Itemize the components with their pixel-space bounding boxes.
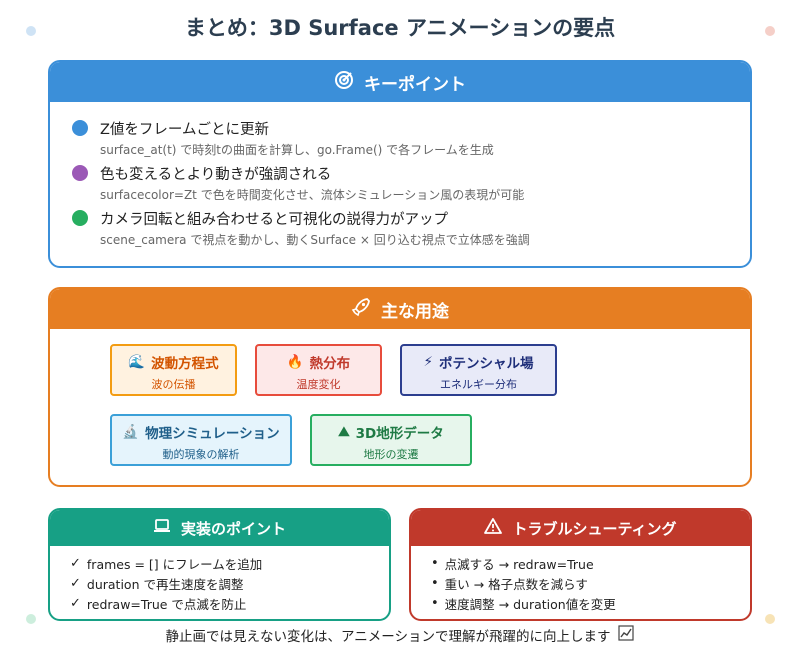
warning-icon bbox=[484, 517, 503, 539]
use-sub: エネルギー分布 bbox=[440, 378, 517, 391]
use-sub: 動的現象の解析 bbox=[162, 448, 240, 461]
troubleshooting-header: トラブルシューティング bbox=[411, 510, 750, 546]
bullet-dot-icon bbox=[72, 210, 88, 226]
key-point-sub: surface_at(t) で時刻tの曲面を計算し、go.Frame() で各フ… bbox=[100, 143, 494, 157]
page-title: まとめ：3D Surface アニメーションの要点 bbox=[184, 16, 616, 40]
list-item: ✓ frames = [] にフレームを追加 bbox=[70, 553, 389, 573]
footer-text: 静止画では見えない変化は、アニメーションで理解が飛躍的に向上します bbox=[165, 629, 611, 645]
list-item: • 点滅する → redraw=True bbox=[431, 553, 750, 573]
key-points-title: キーポイント bbox=[364, 74, 466, 95]
implementation-card: 実装のポイント ✓ frames = [] にフレームを追加 ✓ duration … bbox=[48, 508, 391, 621]
microscope-icon: 🔬 bbox=[122, 424, 140, 440]
use-wave-equation: 🌊 波動方程式 波の伝播 bbox=[110, 344, 237, 396]
bullet-icon: • bbox=[431, 595, 439, 611]
key-point-title: カメラ回転と組み合わせると可視化の説得力がアップ bbox=[100, 212, 448, 228]
use-title: 物理シミュレーション bbox=[145, 426, 280, 442]
checkmark-icon: ✓ bbox=[70, 575, 81, 591]
key-point-sub: scene_camera で視点を動かし、動くSurface × 回り込む視点で… bbox=[100, 233, 530, 247]
target-icon bbox=[334, 70, 354, 95]
use-3d-terrain: ⛰ 3D地形データ 地形の変遷 bbox=[310, 414, 472, 466]
lightning-icon: ⚡ bbox=[423, 354, 433, 370]
use-heat-distribution: 🔥 熱分布 温度変化 bbox=[255, 344, 382, 396]
list-item-text: duration で再生速度を調整 bbox=[86, 576, 244, 592]
list-item: • 速度調整 → duration値を変更 bbox=[431, 593, 750, 613]
uses-header: 主な用途 bbox=[50, 289, 750, 329]
implementation-list: ✓ frames = [] にフレームを追加 ✓ duration で再生速度を調整… bbox=[50, 546, 389, 613]
use-sub: 波の伝播 bbox=[151, 378, 196, 391]
troubleshooting-card: トラブルシューティング • 点滅する → redraw=True • 重い → 格子… bbox=[409, 508, 752, 621]
list-item: • 重い → 格子点数を減らす bbox=[431, 573, 750, 593]
key-point-title: Z値をフレームごとに更新 bbox=[100, 122, 269, 138]
use-physics-simulation: 🔬 物理シミュレーション 動的現象の解析 bbox=[110, 414, 292, 466]
key-point-title: 色も変えるとより動きが強調される bbox=[100, 167, 332, 183]
use-title: 波動方程式 bbox=[151, 356, 219, 372]
use-title: ポテンシャル場 bbox=[438, 356, 534, 372]
list-item: ✓ duration で再生速度を調整 bbox=[70, 573, 389, 593]
uses-card: 主な用途 🌊 波動方程式 波の伝播 🔥 熱分布 温度変化 ⚡ ポテンシャル場 エネルギ… bbox=[48, 287, 752, 487]
use-title: 3D地形データ bbox=[355, 426, 444, 442]
checkmark-icon: ✓ bbox=[70, 555, 81, 571]
decor-dot-bottom-right bbox=[765, 614, 775, 624]
footer: 静止画では見えない変化は、アニメーションで理解が飛躍的に向上します bbox=[0, 625, 800, 645]
list-item-text: 重い → 格子点数を減らす bbox=[444, 576, 588, 592]
bullet-dot-icon bbox=[72, 120, 88, 136]
key-points-card: キーポイント Z値をフレームごとに更新 surface_at(t) で時刻tの曲… bbox=[48, 60, 752, 268]
flame-icon: 🔥 bbox=[286, 354, 304, 370]
bullet-dot-icon bbox=[72, 165, 88, 181]
list-item-text: frames = [] にフレームを追加 bbox=[86, 556, 263, 572]
list-item: ✓ redraw=True で点滅を防止 bbox=[70, 593, 389, 613]
mountain-icon: ⛰ bbox=[338, 424, 350, 440]
bullet-icon: • bbox=[431, 555, 439, 571]
rocket-icon bbox=[351, 297, 371, 322]
key-points-header: キーポイント bbox=[50, 62, 750, 102]
list-item-text: 速度調整 → duration値を変更 bbox=[444, 596, 616, 612]
list-item-text: redraw=True で点滅を防止 bbox=[86, 596, 247, 612]
checkmark-icon: ✓ bbox=[70, 595, 81, 611]
list-item-text: 点滅する → redraw=True bbox=[444, 556, 594, 572]
chart-up-icon bbox=[618, 625, 635, 645]
wave-icon: 🌊 bbox=[128, 354, 146, 370]
laptop-icon bbox=[153, 517, 171, 539]
bullet-icon: • bbox=[431, 575, 439, 591]
use-potential-field: ⚡ ポテンシャル場 エネルギー分布 bbox=[400, 344, 557, 396]
use-sub: 地形の変遷 bbox=[363, 448, 419, 461]
decor-dot-bottom-left bbox=[26, 614, 36, 624]
decor-dot-top-right bbox=[765, 26, 775, 36]
troubleshooting-list: • 点滅する → redraw=True • 重い → 格子点数を減らす • 速度調整… bbox=[411, 546, 750, 613]
uses-title: 主な用途 bbox=[381, 301, 449, 322]
key-point-sub: surfacecolor=Zt で色を時間変化させ、流体シミュレーション風の表現… bbox=[100, 188, 525, 202]
implementation-title: 実装のポイント bbox=[180, 519, 286, 538]
troubleshooting-title: トラブルシューティング bbox=[512, 519, 677, 538]
use-title: 熱分布 bbox=[309, 356, 351, 372]
decor-dot-top-left bbox=[26, 26, 36, 36]
implementation-header: 実装のポイント bbox=[50, 510, 389, 546]
use-sub: 温度変化 bbox=[296, 378, 341, 391]
